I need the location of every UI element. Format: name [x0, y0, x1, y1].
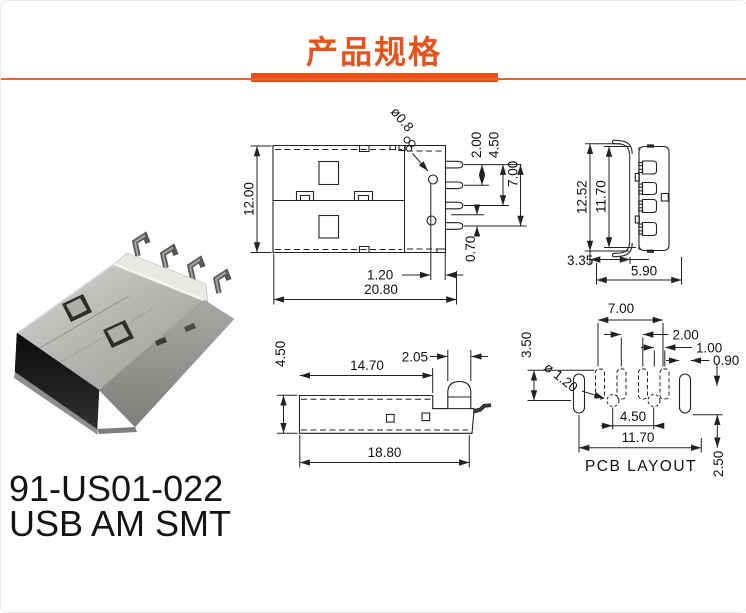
pcb-pads — [572, 368, 692, 414]
dim-top-hole-dia: ø0.8 — [388, 104, 417, 134]
top-view: 12.00 ø0.8 2.00 4.50 7.00 0.70 1.20 20.8… — [242, 104, 527, 305]
top-view-pins — [445, 160, 464, 230]
part-number-block: 91-US01-022 USB AM SMT — [9, 468, 232, 544]
dim-top-450: 4.50 — [487, 132, 502, 158]
photo-edge-light — [16, 263, 115, 334]
photo-bottom-lip — [14, 372, 98, 435]
side-profile-view: 4.50 14.70 2.05 18.80 — [273, 341, 492, 468]
dim-top-700: 7.00 — [506, 161, 521, 187]
dim-pcb-090: 0.90 — [713, 353, 739, 368]
dim-side-1470: 14.70 — [350, 358, 384, 373]
product-photo — [14, 231, 235, 435]
dim-side-height: 4.50 — [273, 341, 288, 367]
dim-top-length: 20.80 — [364, 282, 398, 297]
part-number: 91-US01-022 — [9, 468, 224, 509]
header-divider-bar — [251, 73, 498, 82]
dim-pcb-1170: 11.70 — [622, 430, 655, 445]
product-name: USB AM SMT — [9, 503, 232, 544]
dim-pcb-100: 1.00 — [696, 341, 722, 356]
pcb-hole-left — [606, 394, 620, 407]
header-divider-line — [1, 78, 746, 80]
dim-front-335: 3.35 — [567, 253, 593, 268]
dim-pcb-350: 3.50 — [519, 332, 534, 358]
pcb-layout-view: 7.00 2.00 1.00 0.90 3.50 ø 1.20 4.50 11.… — [519, 301, 739, 477]
photo-bottom-edge — [97, 427, 137, 434]
dim-pcb-700: 7.00 — [608, 301, 634, 316]
dim-top-120: 1.20 — [367, 268, 393, 283]
front-view-contacts — [638, 160, 658, 237]
photo-side-notch — [184, 323, 196, 332]
dim-side-205: 2.05 — [402, 350, 428, 365]
dim-front-width: 5.90 — [631, 264, 657, 279]
dim-front-inner: 11.70 — [594, 180, 609, 213]
photo-shell-hole-1-inner — [66, 298, 87, 317]
dim-top-070: 0.70 — [463, 236, 478, 262]
dim-pcb-200: 2.00 — [673, 328, 699, 343]
dim-top-height: 12.00 — [242, 182, 257, 216]
smt-foot — [473, 403, 492, 414]
pcb-slot-right — [678, 373, 692, 414]
pcb-hole-right — [647, 394, 661, 407]
dim-side-length: 18.80 — [368, 445, 402, 460]
pcb-slot-left — [572, 373, 586, 414]
page-title: 产品规格 — [305, 34, 442, 70]
photo-side-slot — [155, 337, 167, 346]
dim-top-pitch: 2.00 — [469, 132, 484, 158]
photo-pins — [131, 231, 232, 294]
photo-shell-hole-2-inner — [107, 324, 129, 343]
photo-edge-highlight — [113, 262, 205, 302]
pcb-layout-label: PCB LAYOUT — [585, 458, 697, 475]
dim-pcb-hole-dia: ø 1.20 — [541, 360, 580, 395]
front-view: 12.52 11.70 3.35 5.90 — [567, 139, 682, 285]
dim-pcb-450: 4.50 — [620, 409, 646, 424]
dim-front-outer: 12.52 — [575, 180, 590, 214]
photo-seam-line — [30, 295, 130, 354]
dim-pcb-250: 2.50 — [711, 451, 726, 477]
